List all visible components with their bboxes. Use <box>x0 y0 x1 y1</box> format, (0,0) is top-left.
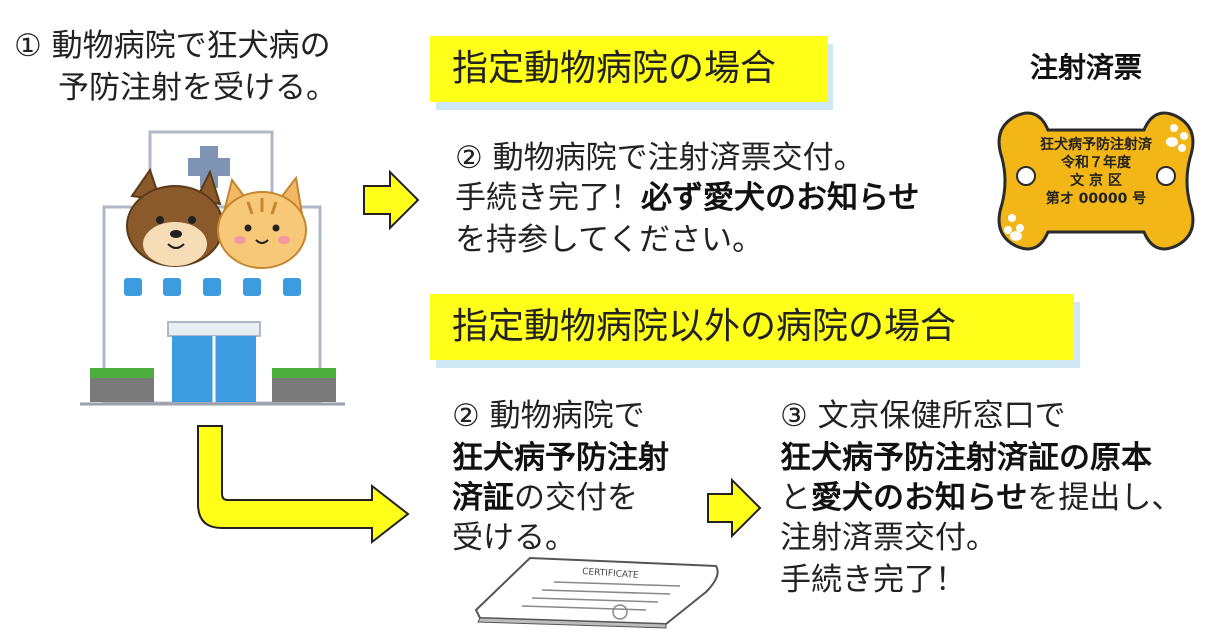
other-step3-submit: を提出し、 <box>1027 480 1183 516</box>
other-step3-and: と <box>780 480 811 516</box>
tag-line3: 文 京 区 <box>1070 173 1122 189</box>
other-step2-line4: 受ける。 <box>452 520 576 556</box>
designated-bring-notice: 必ず愛犬のお知らせ <box>641 180 920 216</box>
tag-label: 注射済票 <box>1030 51 1143 84</box>
tag-line2: 令和７年度 <box>1061 155 1131 171</box>
other-step2-line1: ② 動物病院で <box>452 398 645 434</box>
tag-text: 狂犬病予防注射済 令和７年度 文 京 区 第オ 00000 号 <box>1012 136 1180 208</box>
other-cert-plain: の交付を <box>514 480 638 516</box>
tag-number: 第オ 00000 号 <box>1045 191 1147 207</box>
designated-step2-line2: 手続き完了！必ず愛犬のお知らせ <box>455 178 919 218</box>
other-step3-line4: 注射済票交付。 <box>780 520 997 556</box>
dog-icon <box>126 167 224 267</box>
other-title: 指定動物病院以外の病院の場合 <box>430 294 1074 360</box>
designated-step2-line1: ② 動物病院で注射済票交付。 <box>455 140 865 176</box>
tag-line1: 狂犬病予防注射済 <box>1040 137 1152 153</box>
other-step3-line3: と愛犬のお知らせを提出し、 <box>780 478 1182 518</box>
other-step3-line2: 狂犬病予防注射済証の原本 <box>780 440 1152 476</box>
other-step2-line3: 済証の交付を <box>452 478 638 518</box>
other-step3-line5: 手続き完了！ <box>780 562 966 598</box>
other-cert-bold: 済証 <box>452 480 514 516</box>
certificate-label: CERTIFICATE <box>582 567 639 581</box>
other-step2-line2: 狂犬病予防注射 <box>452 440 669 476</box>
step1-line1: ① 動物病院で狂犬病の <box>14 28 331 64</box>
other-step3-line1: ③ 文京保健所窓口で <box>780 398 1066 434</box>
cat-icon <box>217 175 307 269</box>
arrow-right-icon-2 <box>707 477 762 539</box>
designated-title: 指定動物病院の場合 <box>430 36 827 102</box>
step1-line2: 予防注射を受ける。 <box>58 70 337 106</box>
arrow-bent-icon <box>197 425 410 545</box>
certificate-icon: CERTIFICATE <box>474 556 719 629</box>
designated-step2-line3: を持参してください。 <box>455 222 764 258</box>
arrow-right-icon <box>363 169 420 231</box>
bone-tag-icon <box>997 111 1195 251</box>
designated-complete: 手続き完了！ <box>455 180 641 216</box>
other-step3-notice: 愛犬のお知らせ <box>811 480 1028 516</box>
